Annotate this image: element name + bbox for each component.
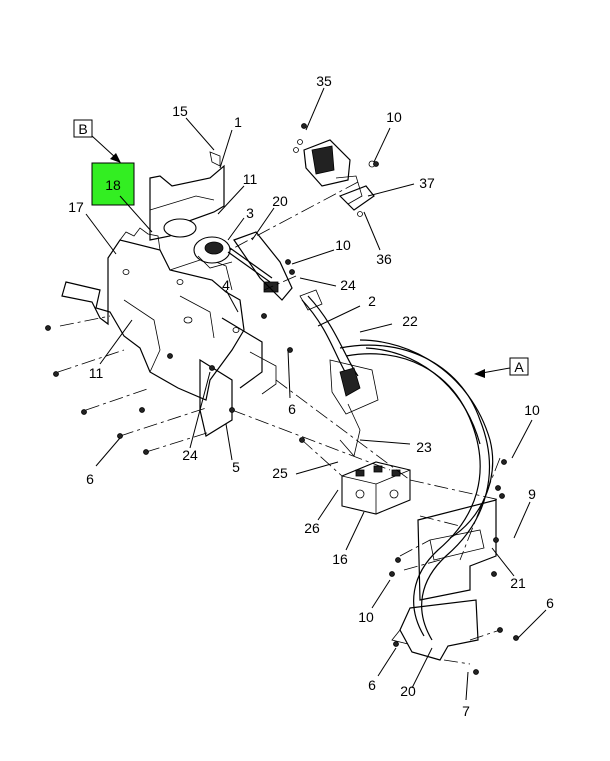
- callout-35[interactable]: 35: [316, 73, 332, 89]
- valve-block-part-15: [341, 461, 411, 515]
- callout-16[interactable]: 17: [68, 199, 84, 215]
- bracket-part-21: [417, 499, 497, 601]
- main-bracket-part-16: [61, 227, 277, 437]
- callout-24-top[interactable]: 24: [340, 277, 356, 293]
- callout-18-highlighted[interactable]: 18: [91, 162, 153, 233]
- callout-5[interactable]: 5: [232, 459, 240, 475]
- plate-part-17: [233, 231, 293, 301]
- connector-assembly-part-35: [293, 139, 376, 217]
- view-label-a[interactable]: A: [474, 357, 529, 378]
- callout-22[interactable]: 22: [402, 313, 418, 329]
- callout-4[interactable]: 4: [222, 277, 230, 293]
- callout-1[interactable]: 1: [234, 114, 242, 130]
- callout-10-top[interactable]: 10: [386, 109, 402, 125]
- callout-3[interactable]: 3: [246, 205, 254, 221]
- callout-24-bottom[interactable]: 24: [182, 447, 198, 463]
- callout-26[interactable]: 26: [304, 520, 320, 536]
- callout-9[interactable]: 9: [528, 486, 536, 502]
- callout-6-left[interactable]: 6: [86, 471, 94, 487]
- fasteners: [45, 123, 519, 675]
- callout-6-right[interactable]: 6: [546, 595, 554, 611]
- callout-leaders: [85, 87, 547, 701]
- svg-text:18: 18: [105, 177, 121, 193]
- svg-text:B: B: [78, 121, 87, 137]
- callout-20[interactable]: 20: [400, 683, 416, 699]
- bracket-part-20: [391, 599, 479, 661]
- callout-36[interactable]: 36: [376, 251, 392, 267]
- callout-37[interactable]: 37: [419, 175, 435, 191]
- callout-21[interactable]: 21: [510, 575, 526, 591]
- callout-10-right[interactable]: 10: [524, 402, 540, 418]
- callout-6-bottom[interactable]: 6: [368, 677, 376, 693]
- callout-23[interactable]: 23: [416, 439, 432, 455]
- callout-10-mid[interactable]: 10: [335, 237, 351, 253]
- callout-10-bottom[interactable]: 10: [358, 609, 374, 625]
- hose-assembly-part-22: [299, 289, 494, 641]
- callout-11-left[interactable]: 11: [89, 365, 104, 381]
- callout-labels: 1 15 11 3 20 17 35 10 37 36 10 24 2 22 4…: [68, 73, 554, 719]
- callout-11-top[interactable]: 11: [243, 171, 258, 187]
- callout-12[interactable]: 15: [172, 103, 188, 119]
- svg-text:A: A: [514, 359, 524, 375]
- callout-2[interactable]: 2: [368, 293, 376, 309]
- assembly-centerlines: [57, 181, 501, 665]
- top-bracket-part-1: [149, 151, 225, 241]
- callout-7[interactable]: 7: [462, 703, 470, 719]
- callout-17[interactable]: 20: [272, 193, 288, 209]
- callout-25[interactable]: 25: [272, 465, 288, 481]
- view-label-b[interactable]: B: [73, 119, 121, 163]
- callout-6-mid[interactable]: 6: [288, 401, 296, 417]
- callout-15[interactable]: 16: [332, 551, 348, 567]
